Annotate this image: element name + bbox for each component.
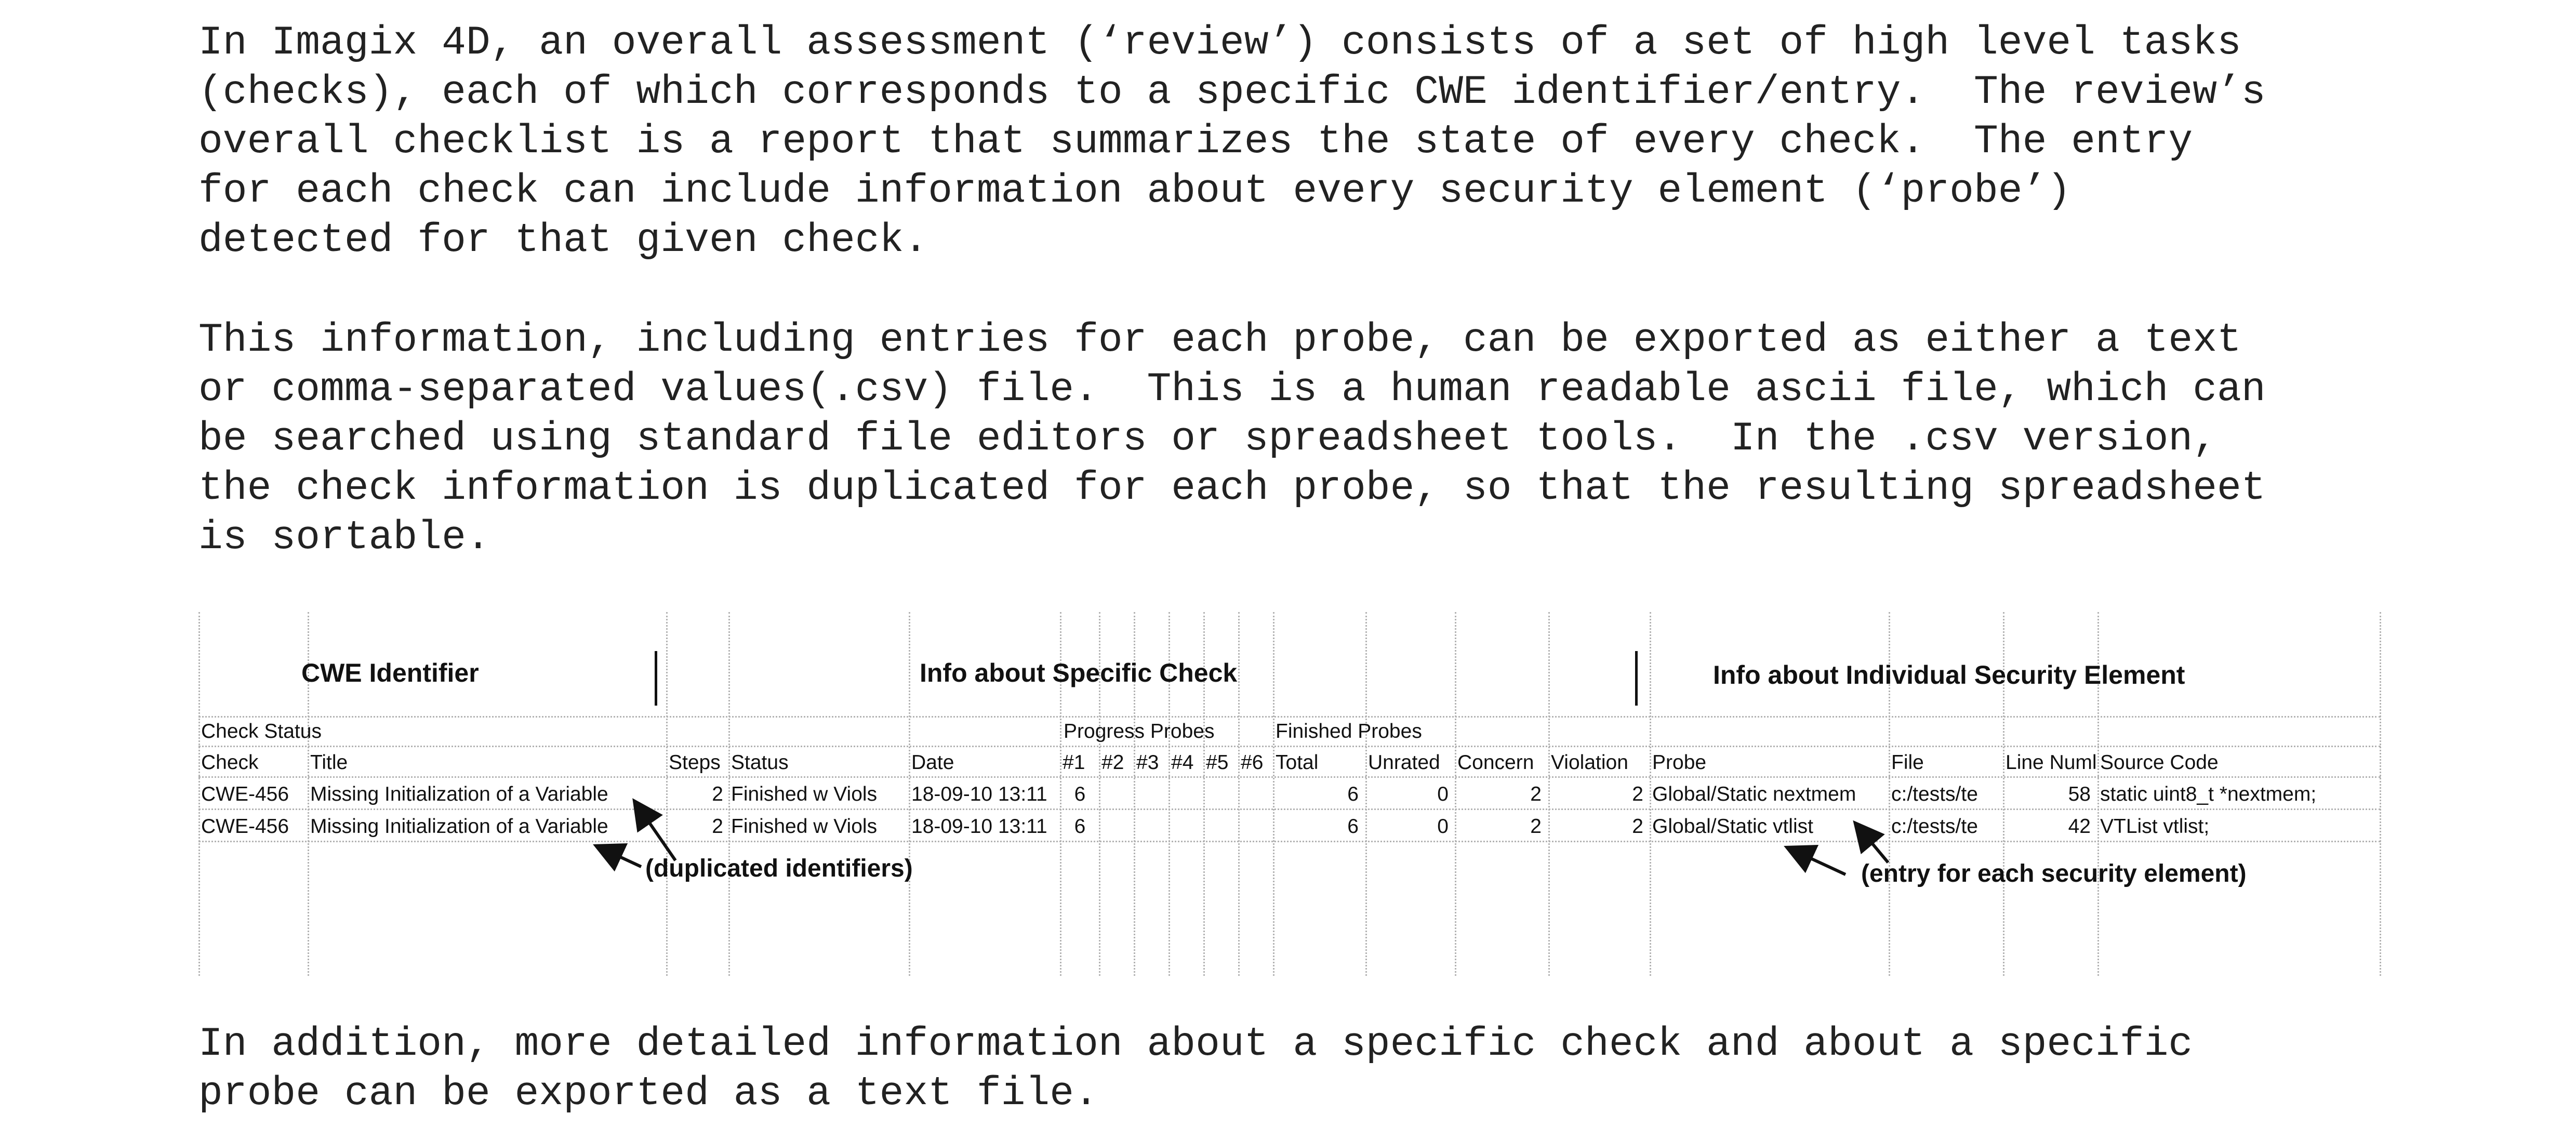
grid-line xyxy=(198,776,2381,778)
grid-line xyxy=(728,612,730,976)
column-header-status: Status xyxy=(731,751,789,774)
spreadsheet-figure: CWE Identifier Info about Specific Check… xyxy=(198,612,2381,976)
arrow-to-second-row-title xyxy=(593,843,642,872)
table-cell-concern: 2 xyxy=(1530,815,1542,838)
table-cell-source: static uint8_t *nextmem; xyxy=(2100,783,2317,805)
table-cell-unrated: 0 xyxy=(1437,815,1449,838)
table-cell-unrated: 0 xyxy=(1437,783,1449,805)
table-cell-line: 58 xyxy=(2068,783,2091,805)
table-cell-total: 6 xyxy=(1347,783,1359,805)
column-header-unrated: Unrated xyxy=(1368,751,1440,774)
column-header-p3: #3 xyxy=(1136,751,1159,774)
table-cell-p1: 6 xyxy=(1074,815,1086,838)
column-header-violation: Violation xyxy=(1551,751,1628,774)
column-header-p4: #4 xyxy=(1171,751,1194,774)
individual-element-heading: Info about Individual Security Element xyxy=(1713,660,2185,690)
duplicated-identifiers-annotation: (duplicated identifiers) xyxy=(645,855,913,882)
column-header-total: Total xyxy=(1276,751,1319,774)
grid-line xyxy=(198,716,2381,718)
grid-line xyxy=(308,612,309,976)
table-cell-steps: 2 xyxy=(712,783,723,805)
grid-line xyxy=(1238,612,1240,976)
arrow-to-first-row-probe xyxy=(1853,820,1890,864)
table-cell-violation: 2 xyxy=(1632,815,1643,838)
column-header-probe: Probe xyxy=(1652,751,1707,774)
column-header-p2: #2 xyxy=(1101,751,1124,774)
table-cell-title: Missing Initialization of a Variable xyxy=(310,815,608,838)
grid-line xyxy=(2380,612,2381,976)
grid-line xyxy=(909,612,910,976)
column-header-p6: #6 xyxy=(1241,751,1264,774)
grid-line xyxy=(2003,612,2004,976)
progress-probes-label: Progress Probes xyxy=(1064,720,1215,743)
column-header-check: Check xyxy=(201,751,259,774)
specific-check-heading: Info about Specific Check xyxy=(920,658,1238,687)
table-cell-date: 18-09-10 13:11 xyxy=(911,783,1047,805)
table-cell-file: c:/tests/te xyxy=(1891,783,1978,805)
grid-line xyxy=(198,841,2381,842)
table-cell-status: Finished w Viols xyxy=(731,783,878,805)
table-cell-date: 18-09-10 13:11 xyxy=(911,815,1047,838)
section-divider xyxy=(1635,651,1638,706)
column-header-date: Date xyxy=(911,751,954,774)
entry-per-element-annotation: (entry for each security element) xyxy=(1861,860,2247,887)
grid-line xyxy=(1650,612,1651,976)
column-header-steps: Steps xyxy=(669,751,721,774)
grid-line xyxy=(198,746,2381,747)
table-cell-violation: 2 xyxy=(1632,783,1643,805)
arrow-to-second-row-probe xyxy=(1784,844,1847,876)
grid-line xyxy=(1455,612,1456,976)
arrow-to-first-row-title xyxy=(632,798,677,861)
table-cell-concern: 2 xyxy=(1530,783,1542,805)
grid-line xyxy=(666,612,668,976)
table-cell-status: Finished w Viols xyxy=(731,815,878,838)
column-header-p5: #5 xyxy=(1206,751,1229,774)
finished-probes-label: Finished Probes xyxy=(1276,720,1422,743)
table-cell-check: CWE-456 xyxy=(201,815,289,838)
grid-line xyxy=(1099,612,1100,976)
column-header-title: Title xyxy=(310,751,348,774)
grid-line xyxy=(1134,612,1135,976)
grid-line xyxy=(1203,612,1205,976)
grid-line xyxy=(1889,612,1890,976)
table-cell-source: VTList vtlist; xyxy=(2100,815,2210,838)
section-divider xyxy=(655,651,657,706)
table-cell-title: Missing Initialization of a Variable xyxy=(310,783,608,805)
table-cell-line: 42 xyxy=(2068,815,2091,838)
grid-line xyxy=(198,612,200,976)
annotation-arrows xyxy=(593,798,1890,876)
column-header-p1: #1 xyxy=(1063,751,1085,774)
grid-line xyxy=(1548,612,1550,976)
table-cell-total: 6 xyxy=(1347,815,1359,838)
export-paragraph: This information, including entries for … xyxy=(198,317,2266,561)
table-cell-check: CWE-456 xyxy=(201,783,289,805)
table-cell-steps: 2 xyxy=(712,815,723,838)
column-header-source: Source Code xyxy=(2100,751,2219,774)
column-header-concern: Concern xyxy=(1457,751,1534,774)
column-header-file: File xyxy=(1891,751,1924,774)
grid-line xyxy=(1365,612,1367,976)
table-cell-probe: Global/Static vtlist xyxy=(1652,815,1813,838)
table-cell-file: c:/tests/te xyxy=(1891,815,1978,838)
table-cell-p1: 6 xyxy=(1074,783,1086,805)
closing-paragraph: In addition, more detailed information a… xyxy=(198,1022,2193,1117)
column-header-line: Line Numl xyxy=(2006,751,2096,774)
intro-paragraph: In Imagix 4D, an overall assessment (‘re… xyxy=(198,20,2266,263)
grid-line xyxy=(1273,612,1274,976)
check-status-label: Check Status xyxy=(201,720,322,743)
table-cell-probe: Global/Static nextmem xyxy=(1652,783,1856,805)
cwe-identifier-heading: CWE Identifier xyxy=(301,658,479,687)
grid-line xyxy=(1169,612,1170,976)
grid-line xyxy=(2097,612,2099,976)
grid-line xyxy=(198,808,2381,810)
grid-line xyxy=(1060,612,1061,976)
